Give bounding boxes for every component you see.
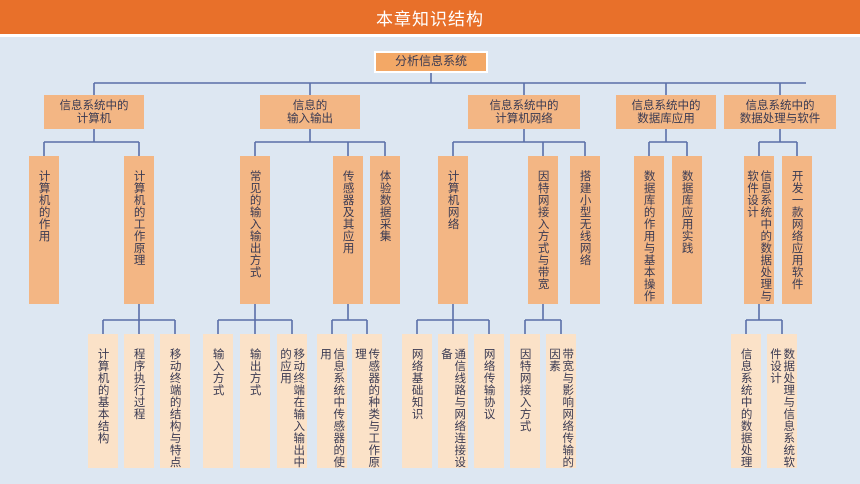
subtopic-mobile-structure: 移动终端的结构与特点 [160,334,190,468]
topic-database-ops: 数据库的作用与基本操作 [634,156,664,304]
subtopic-access-methods: 因特网接入方式 [510,334,540,468]
subtopic-program-execution: 程序执行过程 [124,334,154,468]
topic-develop-app: 开发一款网络应用软件 [782,156,812,304]
topic-computer-principle: 计算机的工作原理 [124,156,154,304]
topic-sensors: 传感器及其应用 [333,156,363,304]
topic-data-collection: 体验数据采集 [370,156,400,304]
topic-internet-access: 因特网接入方式与带宽 [528,156,558,304]
subtopic-mobile-io: 移动终端在输入输出中的应用 [277,334,307,468]
branch-database: 信息系统中的 数据库应用 [616,95,716,129]
topic-io-methods: 常见的输入输出方式 [240,156,270,304]
subtopic-bandwidth: 带宽与影响网络传输的因素 [546,334,576,468]
subtopic-network-protocols: 网络传输协议 [474,334,504,468]
subtopic-output-methods: 输出方式 [240,334,270,468]
slide-title: 本章知识结构 [376,9,484,30]
subtopic-data-processing: 信息系统中的数据处理 [731,334,761,468]
subtopic-computer-structure: 计算机的基本结构 [88,334,118,468]
title-underline [0,34,860,37]
subtopic-network-devices: 通信线路与网络连接设备 [438,334,468,468]
topic-data-software-design: 信息系统中的数据处理与软件设计 [744,156,774,304]
subtopic-network-basics: 网络基础知识 [402,334,432,468]
topic-computer-role: 计算机的作用 [29,156,59,304]
subtopic-sensor-types: 传感器的种类与工作原理 [352,334,382,468]
tree-connectors [43,73,806,334]
root-node: 分析信息系统 [374,51,488,73]
title-bar: 本章知识结构 [0,0,860,34]
knowledge-tree: 分析信息系统 信息系统中的 计算机 信息的 输入输出 信息系统中的 计算机网络 … [0,37,860,484]
topic-wireless-network: 搭建小型无线网络 [570,156,600,304]
subtopic-input-methods: 输入方式 [203,334,233,468]
subtopic-sensor-usage: 信息系统中传感器的使用 [317,334,347,468]
subtopic-software-design: 数据处理与信息系统软件设计 [767,334,797,468]
topic-computer-network: 计算机网络 [438,156,468,304]
branch-network: 信息系统中的 计算机网络 [468,95,580,129]
branch-computer: 信息系统中的 计算机 [44,95,144,129]
branch-data-software: 信息系统中的 数据处理与软件 [724,95,836,129]
topic-database-practice: 数据库应用实践 [672,156,702,304]
branch-io: 信息的 输入输出 [260,95,360,129]
